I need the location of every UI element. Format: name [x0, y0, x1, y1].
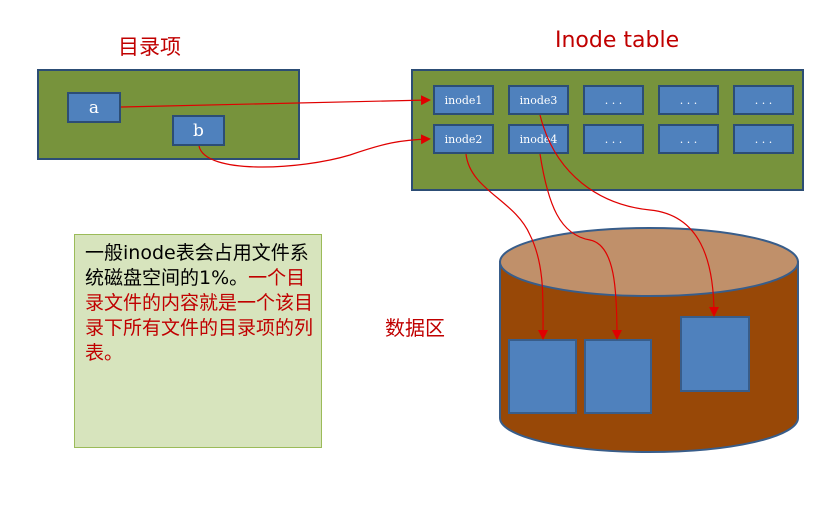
inode-cell: inode1 — [433, 85, 494, 115]
inode-cell: . . . — [583, 124, 644, 154]
data-block — [508, 339, 577, 414]
inode-cell: . . . — [658, 124, 719, 154]
inode-cell: . . . — [658, 85, 719, 115]
data-block — [584, 339, 652, 414]
inode-cell: . . . — [733, 85, 794, 115]
arrow-inode4-to-block — [539, 153, 622, 340]
arrow-inode2-to-block — [465, 153, 549, 340]
directory-entry-b: b — [172, 115, 225, 146]
directory-entries-title: 目录项 — [118, 35, 181, 59]
data-area-cylinder-top — [499, 227, 799, 297]
directory-entries-panel — [37, 69, 300, 160]
inode-cell: . . . — [583, 85, 644, 115]
inode-cell: inode3 — [508, 85, 569, 115]
inode-cell: . . . — [733, 124, 794, 154]
note-box: 一般inode表会占用文件系统磁盘空间的1%。一个目录文件的内容就是一个该目录下… — [74, 234, 322, 448]
directory-entry-a: a — [67, 92, 121, 123]
data-block — [680, 316, 750, 392]
arrow-b-to-inode2 — [198, 134, 431, 168]
data-area-title: 数据区 — [385, 316, 445, 340]
note-text-red: 一个目录文件的内容就是一个该目录下所有文件的目录项的列表。 — [85, 267, 314, 364]
note-text-black: 一般inode表会占用文件系统磁盘空间的1%。 — [85, 242, 309, 289]
inode-cell: inode2 — [433, 124, 494, 154]
inode-table-title: Inode table — [555, 28, 680, 53]
arrow-a-to-inode1 — [120, 95, 431, 108]
inode-cell: inode4 — [508, 124, 569, 154]
arrow-inode3-to-block — [539, 114, 719, 317]
